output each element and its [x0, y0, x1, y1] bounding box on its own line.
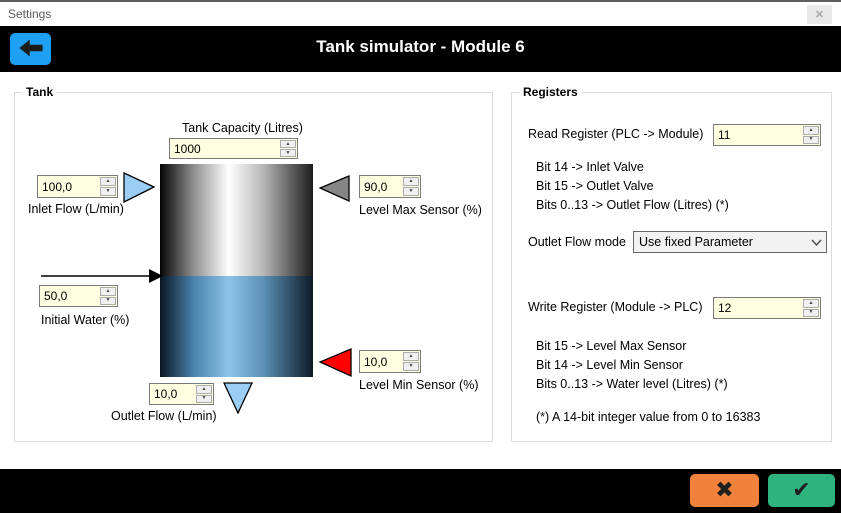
spin-up-icon[interactable]: ▲ [100, 287, 116, 296]
back-button[interactable] [10, 33, 51, 65]
spin-up-icon[interactable]: ▲ [803, 299, 819, 308]
spin-up-icon[interactable]: ▲ [100, 177, 116, 186]
write-register-input[interactable] [714, 298, 802, 318]
inlet-flow-label: Inlet Flow (L/min) [28, 202, 124, 216]
inlet-valve-triangle-icon [123, 171, 156, 208]
footer-bar: ✖ ✔ [0, 469, 841, 513]
tank-groupbox: Tank Tank Capacity (Litres) ▲ ▼ ▲ ▼ Inle… [14, 85, 493, 442]
level-min-label: Level Min Sensor (%) [359, 378, 479, 392]
back-arrow-icon [18, 39, 44, 60]
spin-down-icon[interactable]: ▼ [403, 187, 419, 196]
dialog-header: Tank simulator - Module 6 [0, 26, 841, 72]
read-register-stepper: ▲ ▼ [713, 124, 821, 146]
read-bit-line: Bit 14 -> Inlet Valve [536, 160, 644, 174]
spin-down-icon[interactable]: ▼ [196, 394, 212, 403]
tank-air-section [160, 164, 313, 276]
inlet-flow-input[interactable] [38, 176, 99, 197]
level-min-triangle-icon [318, 348, 352, 382]
cancel-x-icon: ✖ [715, 478, 734, 503]
outlet-flow-mode-select[interactable]: Use fixed Parameter [633, 231, 827, 253]
write-bit-line: Bits 0..13 -> Water level (Litres) (*) [536, 377, 728, 391]
outlet-flow-label: Outlet Flow (L/min) [111, 409, 217, 423]
spin-down-icon[interactable]: ▼ [403, 362, 419, 371]
write-register-label: Write Register (Module -> PLC) [528, 300, 703, 314]
spin-down-icon[interactable]: ▼ [280, 149, 296, 157]
read-bit-line: Bits 0..13 -> Outlet Flow (Litres) (*) [536, 198, 729, 212]
close-icon[interactable]: ✕ [807, 5, 832, 24]
cancel-button[interactable]: ✖ [690, 474, 759, 507]
write-register-stepper: ▲ ▼ [713, 297, 821, 319]
spin-down-icon[interactable]: ▼ [803, 135, 819, 144]
spin-up-icon[interactable]: ▲ [403, 177, 419, 186]
registers-footnote: (*) A 14-bit integer value from 0 to 163… [536, 410, 761, 424]
outlet-flow-stepper: ▲ ▼ [149, 383, 214, 405]
initial-water-stepper: ▲ ▼ [39, 285, 118, 307]
tank-water-section [160, 276, 313, 377]
tank-capacity-stepper: ▲ ▼ [169, 138, 298, 159]
spin-up-icon[interactable]: ▲ [196, 385, 212, 394]
inlet-flow-stepper: ▲ ▼ [37, 175, 118, 198]
initial-water-arrow-icon [41, 268, 163, 289]
outlet-flow-mode-label: Outlet Flow mode [528, 235, 626, 249]
spin-up-icon[interactable]: ▲ [280, 140, 296, 148]
outlet-flow-input[interactable] [150, 384, 195, 404]
tank-graphic [160, 164, 313, 377]
confirm-button[interactable]: ✔ [768, 474, 835, 507]
spin-down-icon[interactable]: ▼ [100, 296, 116, 305]
read-register-input[interactable] [714, 125, 802, 145]
level-min-input[interactable] [360, 351, 402, 372]
spin-down-icon[interactable]: ▼ [100, 187, 116, 196]
initial-water-input[interactable] [40, 286, 99, 306]
tank-capacity-label: Tank Capacity (Litres) [182, 121, 303, 135]
level-max-stepper: ▲ ▼ [359, 175, 421, 198]
registers-groupbox: Registers Read Register (PLC -> Module) … [511, 85, 832, 442]
level-max-label: Level Max Sensor (%) [359, 203, 482, 217]
tank-capacity-input[interactable] [170, 139, 279, 158]
tank-group-label: Tank [22, 85, 58, 99]
spin-down-icon[interactable]: ▼ [803, 308, 819, 317]
level-max-input[interactable] [360, 176, 402, 197]
title-bar: Settings ✕ [0, 2, 841, 26]
initial-water-label: Initial Water (%) [41, 313, 130, 327]
read-bit-line: Bit 15 -> Outlet Valve [536, 179, 654, 193]
write-bit-line: Bit 14 -> Level Min Sensor [536, 358, 683, 372]
level-min-stepper: ▲ ▼ [359, 350, 421, 373]
spin-up-icon[interactable]: ▲ [803, 126, 819, 135]
chevron-down-icon [806, 239, 826, 246]
page-title: Tank simulator - Module 6 [316, 37, 525, 56]
registers-group-label: Registers [519, 85, 582, 99]
level-max-triangle-icon [318, 175, 350, 207]
spin-up-icon[interactable]: ▲ [403, 352, 419, 361]
outlet-valve-triangle-icon [222, 382, 254, 419]
outlet-flow-mode-value: Use fixed Parameter [639, 235, 753, 249]
window-title: Settings [8, 7, 52, 21]
write-bit-line: Bit 15 -> Level Max Sensor [536, 339, 687, 353]
read-register-label: Read Register (PLC -> Module) [528, 127, 704, 141]
confirm-check-icon: ✔ [792, 478, 811, 503]
